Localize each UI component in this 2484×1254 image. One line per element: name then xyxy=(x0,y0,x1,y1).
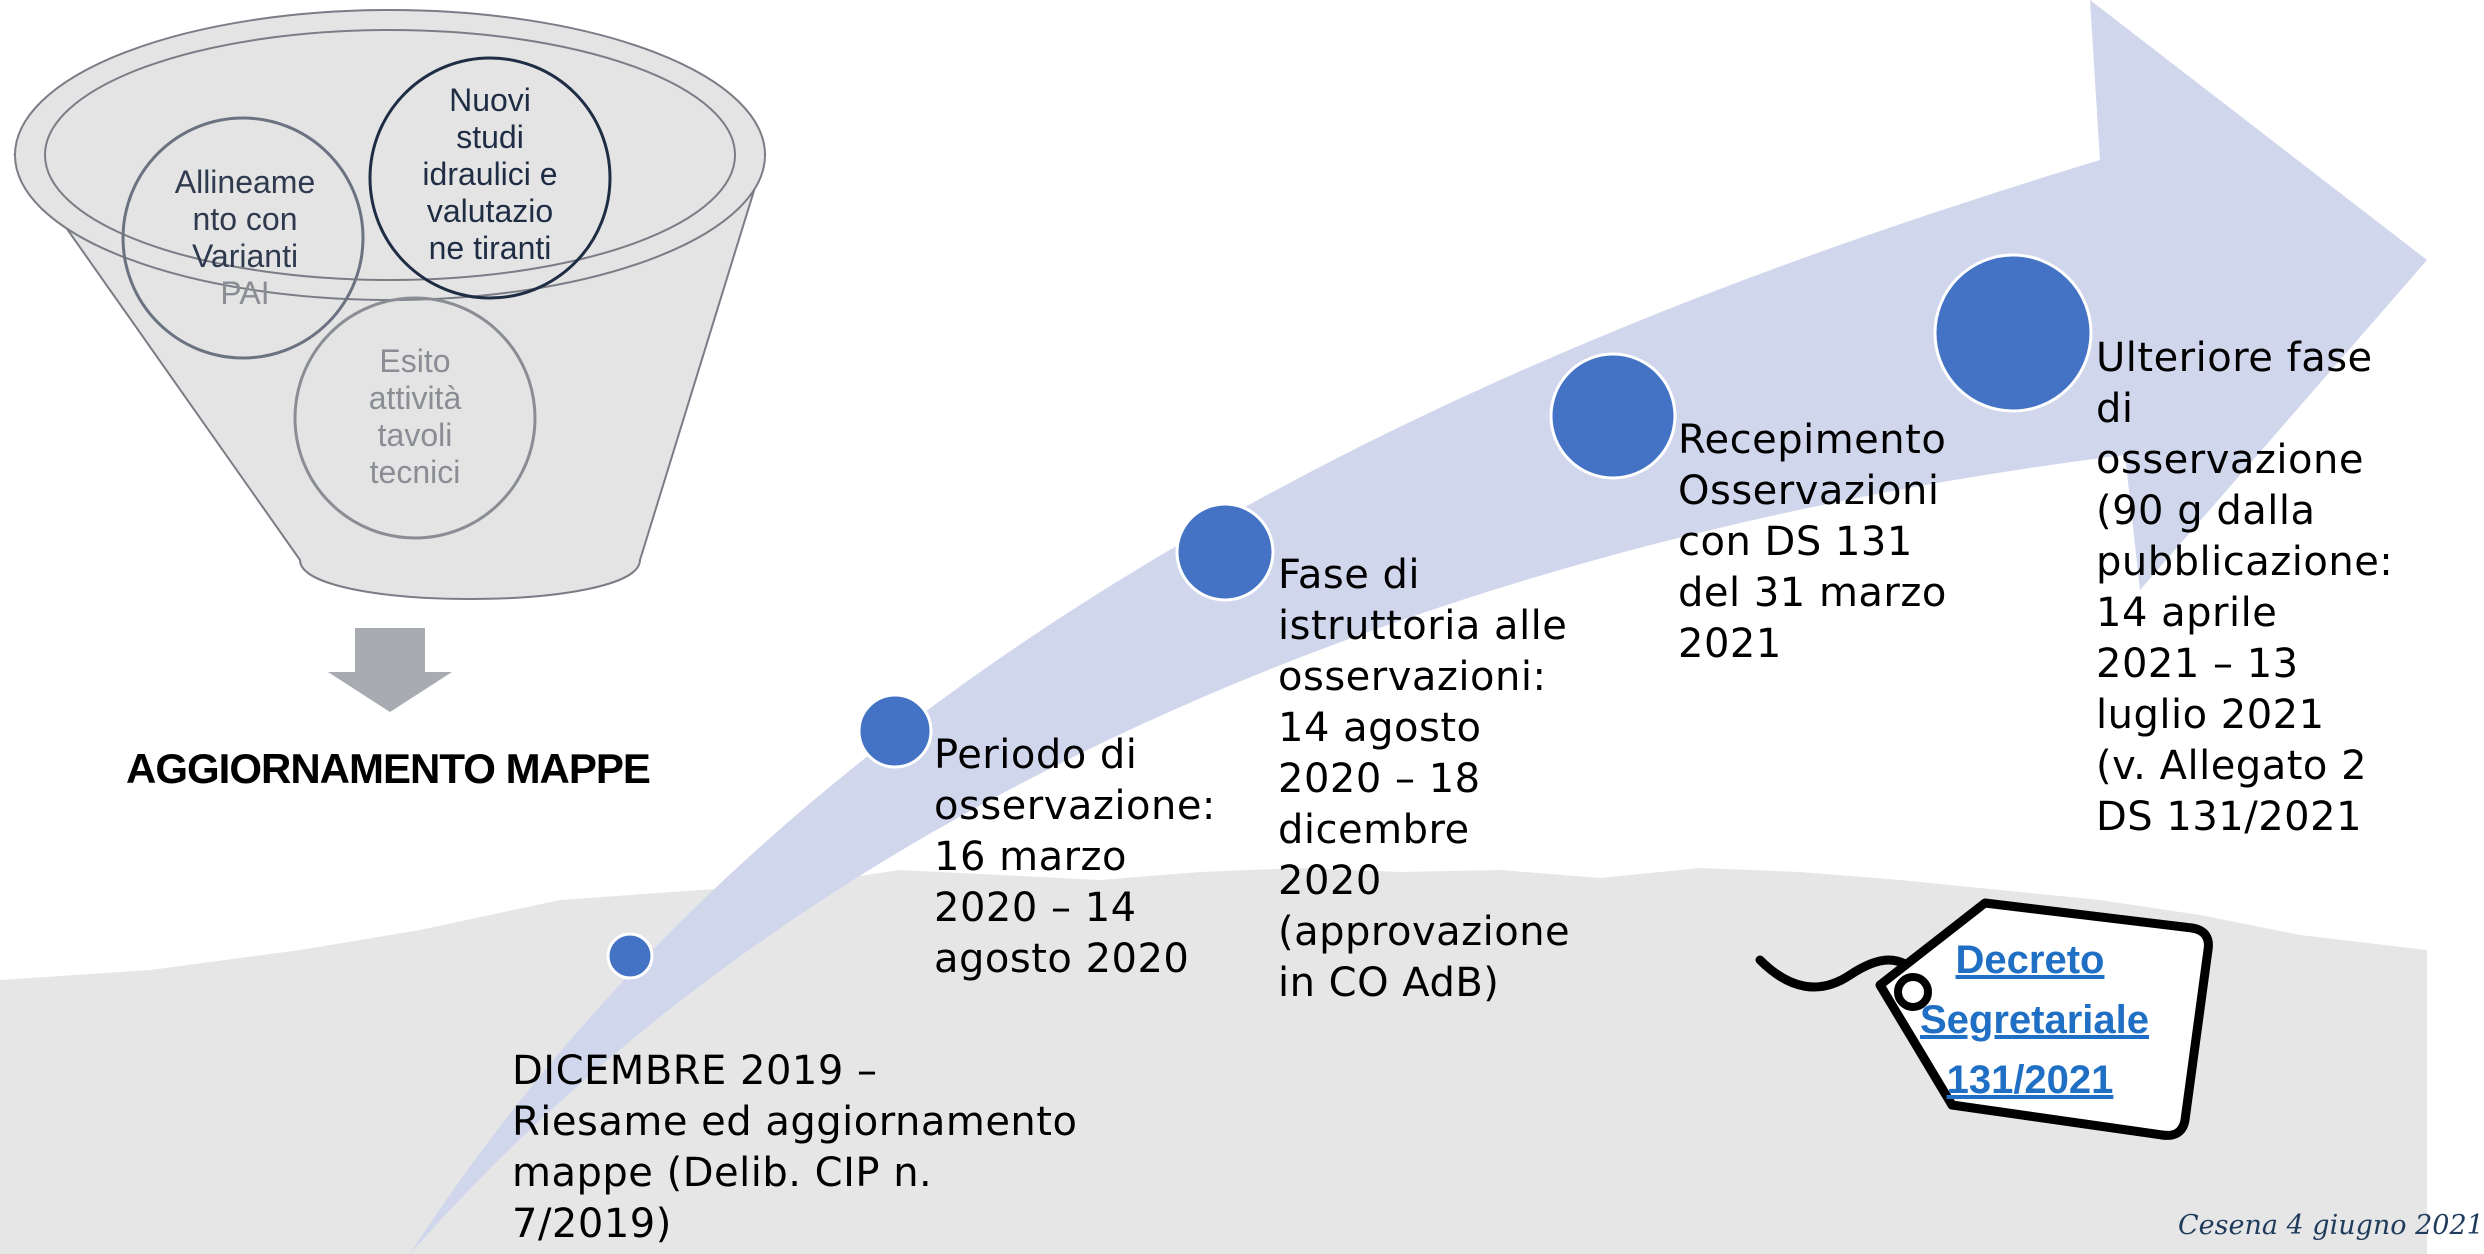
funnel-text-line: Allineame xyxy=(174,164,316,200)
milestone-label-1: DICEMBRE 2019 – Riesame ed aggiornamento… xyxy=(512,1046,1077,1250)
milestone-label-2: Periodo di osservazione: 16 marzo 2020 –… xyxy=(934,730,1216,985)
funnel-text-line: tecnici xyxy=(369,454,461,490)
tag-string-icon xyxy=(1755,955,1925,992)
decree-link-line[interactable]: 131/2021 xyxy=(1946,1058,2114,1102)
milestone-text-line: 7/2019) xyxy=(512,1201,672,1247)
funnel-label-allineamento: Allineame nto con Varianti PAI xyxy=(145,164,345,312)
funnel-label-studi: Nuovi studi idraulici e valutazio ne tir… xyxy=(390,82,590,267)
milestone-text-line: osservazione xyxy=(2096,437,2364,483)
funnel-text-line: attività xyxy=(368,380,462,416)
milestone-label-5: Ulteriore fase di osservazione (90 g dal… xyxy=(2096,333,2393,843)
milestone-text-line: 2020 – 18 xyxy=(1278,756,1481,802)
tag-body-icon xyxy=(1875,898,2213,1140)
ground-band xyxy=(0,868,2427,1254)
decree-link-line[interactable]: Decreto xyxy=(1955,938,2105,982)
milestone-dot-1 xyxy=(606,932,654,980)
milestone-text-line: osservazione: xyxy=(934,783,1216,829)
funnel-text-line: valutazio xyxy=(426,193,554,229)
funnel-circle-allineamento xyxy=(121,116,365,360)
timeline-arrow xyxy=(410,0,2427,1254)
milestone-text-line: (approvazione xyxy=(1278,909,1571,955)
milestone-text-line: DICEMBRE 2019 – xyxy=(512,1048,878,1094)
funnel-text-line: tavoli xyxy=(377,417,453,453)
funnel-down-arrow xyxy=(328,628,452,712)
milestone-text-line: Periodo di xyxy=(934,732,1138,778)
milestone-dots xyxy=(606,253,2093,980)
milestone-text-line: 2021 – 13 xyxy=(2096,641,2299,687)
milestone-text-line: Riesame ed aggiornamento xyxy=(512,1099,1078,1145)
milestone-text-line: 16 marzo xyxy=(934,834,1128,880)
milestone-text-line: 14 agosto xyxy=(1278,705,1482,751)
milestone-text-line: Ulteriore fase xyxy=(2096,335,2373,381)
milestone-text-line: pubblicazione: xyxy=(2096,539,2394,585)
milestone-text-line: dicembre xyxy=(1278,807,1470,853)
milestone-label-4: Recepimento Osservazioni con DS 131 del … xyxy=(1678,415,1947,670)
milestone-text-line: (90 g dalla xyxy=(2096,488,2316,534)
funnel-text-line: Esito xyxy=(379,343,451,379)
milestone-text-line: del 31 marzo xyxy=(1678,570,1947,616)
milestone-text-line: DS 131/2021 xyxy=(2096,794,2363,840)
funnel xyxy=(13,9,767,712)
funnel-text-line: nto con xyxy=(192,201,298,237)
milestone-dot-3 xyxy=(1175,502,1275,602)
milestone-dot-2 xyxy=(857,693,933,769)
tag-hole-icon xyxy=(1894,973,1932,1011)
milestone-text-line: osservazioni: xyxy=(1278,654,1547,700)
milestone-text-line: (v. Allegato 2 xyxy=(2096,743,2368,789)
funnel-circle-studi xyxy=(368,56,612,300)
funnel-text-line: studi xyxy=(456,119,524,155)
milestone-text-line: istruttoria alle xyxy=(1278,603,1568,649)
output-label: AGGIORNAMENTO MAPPE xyxy=(126,745,651,792)
funnel-text-line: Nuovi xyxy=(449,82,531,118)
decree-tag xyxy=(1755,898,2213,1140)
decree-link[interactable]: Decreto Segretariale 131/2021 xyxy=(1920,930,2150,1110)
milestone-text-line: 2020 xyxy=(1278,858,1382,904)
milestone-text-line: con DS 131 xyxy=(1678,519,1913,565)
milestone-text-line: luglio 2021 xyxy=(2096,692,2325,738)
footer-date: Cesena 4 giugno 2021 xyxy=(2178,1210,2484,1241)
funnel-text-line: PAI xyxy=(220,275,270,311)
funnel-label-tavoli: Esito attività tavoli tecnici xyxy=(315,343,515,491)
milestone-label-3: Fase di istruttoria alle osservazioni: 1… xyxy=(1278,550,1570,1009)
milestone-text-line: 2020 – 14 xyxy=(934,885,1137,931)
milestone-text-line: Fase di xyxy=(1278,552,1421,598)
funnel-text-line: Varianti xyxy=(191,238,299,274)
milestone-text-line: in CO AdB) xyxy=(1278,960,1500,1006)
milestone-text-line: Recepimento xyxy=(1678,417,1947,463)
milestone-text-line: 14 aprile xyxy=(2096,590,2278,636)
milestone-text-line: agosto 2020 xyxy=(934,936,1190,982)
milestone-dot-5 xyxy=(1933,253,2093,413)
diagram-canvas xyxy=(0,0,2427,1254)
funnel-text-line: idraulici e xyxy=(422,156,558,192)
milestone-text-line: di xyxy=(2096,386,2134,432)
milestone-text-line: 2021 xyxy=(1678,621,1782,667)
decree-link-line[interactable]: Segretariale xyxy=(1920,998,2150,1042)
funnel-circle-tavoli xyxy=(293,296,537,540)
milestone-text-line: mappe (Delib. CIP n. xyxy=(512,1150,933,1196)
milestone-dot-4 xyxy=(1549,352,1677,480)
funnel-text-line: ne tiranti xyxy=(428,230,552,266)
milestone-text-line: Osservazioni xyxy=(1678,468,1940,514)
